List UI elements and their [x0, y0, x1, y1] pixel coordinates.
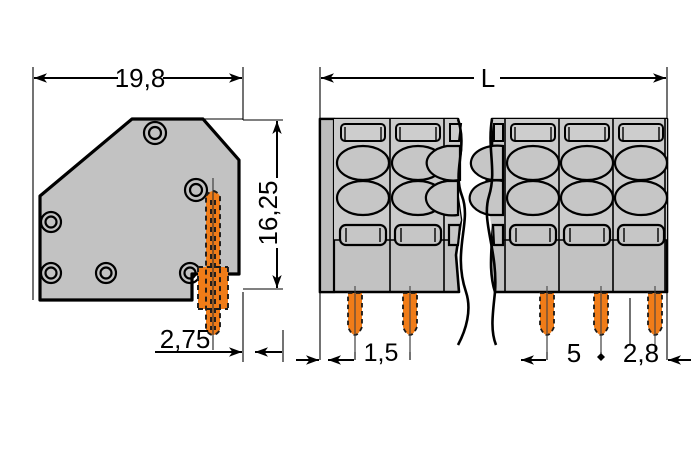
front-view-left-pins — [347, 286, 418, 352]
wire-entry-hole — [468, 179, 505, 217]
dimension-pin-pitch-label: 5 — [567, 338, 581, 368]
clamp-slot-top — [510, 123, 556, 142]
clamp-slot-top — [449, 123, 463, 142]
wire-entry-hole — [559, 144, 615, 182]
dimension-pin-thickness: 2,8 — [623, 338, 691, 368]
pole-module-partial — [424, 123, 463, 247]
wire-entry-hole — [613, 144, 669, 182]
screw-hole — [183, 177, 209, 203]
wire-entry-hole — [335, 179, 391, 217]
screw-hole — [142, 120, 168, 146]
dimension-pin-thickness-label: 2,8 — [623, 338, 659, 368]
pin-hidden-edges — [197, 190, 229, 336]
wire-entry-hole — [469, 144, 505, 182]
pole-module — [505, 123, 561, 247]
dimension-height: 16,25 — [253, 121, 283, 288]
clamp-slot-bottom — [562, 223, 612, 247]
clamp-slot-bottom — [508, 223, 558, 247]
wire-entry-hole — [613, 179, 669, 217]
dimension-height-label: 16,25 — [253, 180, 283, 245]
clamp-slot-bottom — [616, 223, 666, 247]
break-line-left — [456, 118, 470, 346]
front-view: L — [296, 63, 691, 368]
dimension-tick-marker — [597, 353, 605, 361]
contact-pin — [539, 286, 555, 352]
contact-pin — [593, 286, 609, 352]
side-view-screw-holes — [39, 120, 209, 285]
front-view-right-pins — [539, 286, 663, 352]
pole-module-partial — [468, 123, 505, 247]
clamp-slot-top — [493, 123, 504, 142]
dimension-length: L — [321, 63, 666, 93]
clamp-slot-bottom — [338, 223, 388, 247]
dimension-pin-offset: 2,75 — [155, 324, 282, 357]
clamp-slot-top — [395, 123, 441, 142]
pole-module — [613, 123, 669, 247]
front-view-bottom-dimensions: 1,5 5 2,8 — [296, 338, 691, 368]
clamp-slot-bottom — [393, 223, 443, 247]
contact-pin — [647, 286, 663, 352]
dimension-length-label: L — [481, 63, 495, 93]
dimension-pin-width: 1,5 — [328, 339, 399, 367]
side-view: 19,8 16,25 — [32, 63, 284, 362]
clamp-slot-bottom — [491, 223, 505, 247]
break-line-right — [485, 118, 498, 346]
screw-hole — [39, 210, 63, 234]
clamp-slot-top — [340, 123, 386, 142]
wire-entry-hole — [335, 144, 391, 182]
front-view-left-segment — [318, 117, 470, 352]
side-view-contact-pin — [197, 178, 229, 350]
clamp-slot-top — [564, 123, 610, 142]
clamp-slot-bottom — [447, 223, 462, 247]
dimension-width: 19,8 — [34, 63, 242, 93]
left-end-cap — [318, 117, 336, 294]
contact-pin — [402, 286, 418, 352]
wire-entry-hole — [505, 179, 561, 217]
wire-entry-hole — [505, 144, 561, 182]
dimension-pin-offset-label: 2,75 — [160, 324, 211, 354]
wire-entry-hole — [559, 179, 615, 217]
screw-hole — [39, 261, 63, 285]
pole-module — [559, 123, 615, 247]
wire-entry-hole — [424, 179, 460, 217]
contact-pin — [347, 286, 363, 352]
dimension-pin-pitch: 5 — [521, 338, 581, 368]
dimension-pin-width-label: 1,5 — [364, 339, 399, 367]
front-view-right-segment — [468, 117, 669, 352]
clamp-slot-top — [618, 123, 664, 142]
dimension-width-label: 19,8 — [115, 63, 166, 93]
pole-module — [335, 123, 391, 247]
screw-hole — [94, 261, 118, 285]
